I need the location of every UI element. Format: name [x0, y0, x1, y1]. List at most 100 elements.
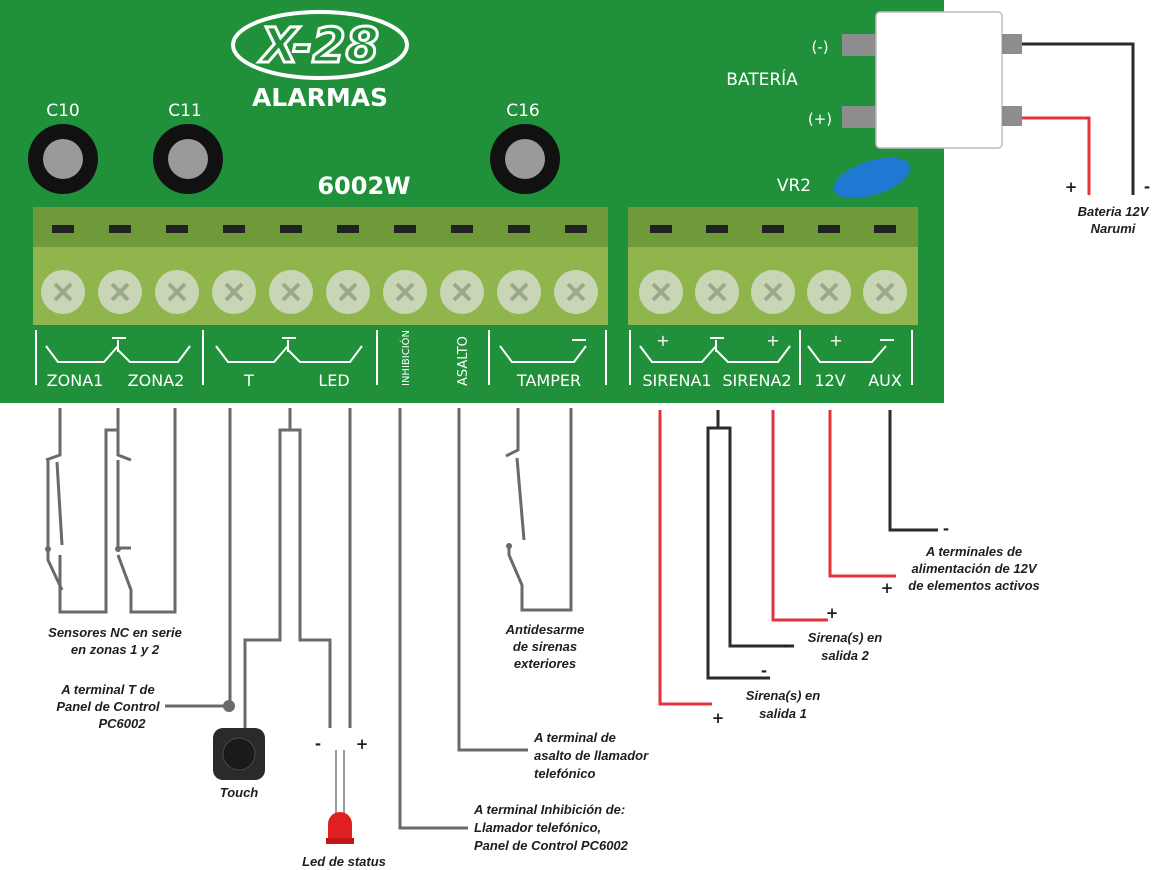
- label-zona1: ZONA1: [47, 371, 104, 390]
- wire-aux: [888, 410, 938, 532]
- note-touch: Touch: [220, 785, 259, 800]
- label-asalto: ASALTO: [456, 336, 471, 386]
- trimmer-label: VR2: [777, 176, 811, 196]
- note-sensores-2: en zonas 1 y 2: [71, 642, 160, 657]
- battery-label: BATERÍA: [726, 68, 798, 90]
- note-antidesarme-1: Antidesarme: [505, 622, 585, 637]
- battery-wire-negative: [1022, 42, 1135, 195]
- wire-touch-led: [243, 428, 332, 728]
- wire-asalto: [457, 408, 528, 752]
- wire-sirena1-negative: [706, 410, 770, 680]
- terminal-slot: [818, 225, 840, 233]
- screw-head-icon: [651, 282, 671, 302]
- battery-plus-sign: +: [1065, 178, 1078, 196]
- screw-head-icon: [875, 282, 895, 302]
- brand-logo: X-28 ALARMAS: [231, 10, 409, 112]
- label-t: T: [243, 371, 254, 390]
- note-inhib-1: A terminal Inhibición de:: [473, 802, 625, 817]
- battery-minus-sign: -: [1144, 178, 1150, 196]
- wire-sirena1-positive: [658, 410, 712, 706]
- screw-head-icon: [819, 282, 839, 302]
- screw-head-icon: [167, 282, 187, 302]
- led-plus-sign: +: [356, 735, 369, 753]
- label-aux: AUX: [868, 371, 902, 390]
- note-alim-1: A terminales de: [925, 544, 1022, 559]
- right-terminal-markings: + + + SIRENA1 SIRENA2 12V AUX: [629, 330, 913, 390]
- wire-inhibicion: [398, 408, 468, 830]
- tamper-wiring: [505, 408, 573, 612]
- logo-bottom-text: ALARMAS: [252, 83, 388, 112]
- terminal-slot: [337, 225, 359, 233]
- label-sirena1: SIRENA1: [642, 371, 711, 390]
- note-alim-2: alimentación de 12V: [912, 561, 1038, 576]
- note-asalto-2: asalto de llamador: [534, 748, 649, 763]
- capacitor-label-c10: C10: [46, 101, 80, 121]
- note-inhib-2: Llamador telefónico,: [474, 820, 601, 835]
- battery-connector: [875, 11, 1003, 149]
- note-sirena1-2: salida 1: [759, 706, 807, 721]
- battery-wire-positive: [1022, 116, 1091, 195]
- note-antidesarme-2: de sirenas: [513, 639, 577, 654]
- trimmer-vr2: [833, 157, 911, 199]
- label-zona2: ZONA2: [128, 371, 185, 390]
- label-tamper: TAMPER: [516, 371, 581, 390]
- sirena1-plus-sign: +: [712, 709, 725, 727]
- capacitor-label-c11: C11: [168, 101, 202, 121]
- sirena1-minus-sign: -: [761, 662, 767, 680]
- terminal-slot: [52, 225, 74, 233]
- plus-12v: +: [829, 331, 842, 350]
- note-terminal-t-2: Panel de Control: [56, 699, 160, 714]
- screw-head-icon: [452, 282, 472, 302]
- alim-plus-sign: +: [881, 579, 894, 597]
- plus-sirena2: +: [766, 331, 779, 350]
- led-legs: [335, 750, 345, 815]
- screw-head-icon: [53, 282, 73, 302]
- label-sirena2: SIRENA2: [722, 371, 791, 390]
- terminal-slot: [394, 225, 416, 233]
- battery-pos-label: (+): [808, 110, 832, 128]
- sirena2-plus-sign: +: [826, 604, 839, 622]
- terminal-slot: [280, 225, 302, 233]
- plus-sirena1: +: [656, 331, 669, 350]
- terminal-slot: [109, 225, 131, 233]
- terminal-slot: [565, 225, 587, 233]
- note-sensores-1: Sensores NC en serie: [48, 625, 182, 640]
- pcb-board: [0, 0, 944, 403]
- note-sirena1-1: Sirena(s) en: [746, 688, 820, 703]
- battery-neg-label: (-): [811, 38, 828, 56]
- screw-head-icon: [707, 282, 727, 302]
- logo-top-text: X-28: [258, 18, 379, 74]
- terminal-slot: [451, 225, 473, 233]
- left-terminal-markings: ZONA1 ZONA2 T LED INHIBICIÓN ASALTO TAMP…: [35, 330, 607, 390]
- note-terminal-t-3: PC6002: [99, 716, 147, 731]
- screw-head-icon: [281, 282, 301, 302]
- note-inhib-3: Panel de Control PC6002: [474, 838, 629, 853]
- junction-dot: [223, 700, 235, 712]
- wire-sirena2-positive: [771, 410, 828, 622]
- screw-head-icon: [509, 282, 529, 302]
- zone-sensors-wiring: [45, 408, 177, 614]
- note-bateria-1: Bateria 12V: [1078, 204, 1150, 219]
- label-inhibicion: INHIBICIÓN: [399, 330, 412, 386]
- note-alim-3: de elementos activos: [908, 578, 1040, 593]
- terminal-slot: [874, 225, 896, 233]
- screw-head-icon: [763, 282, 783, 302]
- terminal-slot: [706, 225, 728, 233]
- terminal-slot: [166, 225, 188, 233]
- capacitor-label-c16: C16: [506, 101, 540, 121]
- terminal-slot: [508, 225, 530, 233]
- label-12v: 12V: [814, 371, 845, 390]
- status-led: [328, 812, 352, 842]
- sirena2-minus-sign: -: [783, 637, 789, 655]
- screw-head-icon: [395, 282, 415, 302]
- terminal-slot: [762, 225, 784, 233]
- terminal-blocks: [33, 207, 918, 325]
- note-antidesarme-3: exteriores: [514, 656, 576, 671]
- alim-minus-sign: -: [943, 520, 949, 538]
- wire-12v: [828, 410, 896, 578]
- note-led-status: Led de status: [302, 854, 386, 869]
- wire-sirena2-negative: [718, 426, 794, 648]
- note-sirena2-1: Sirena(s) en: [808, 630, 882, 645]
- terminal-slot: [223, 225, 245, 233]
